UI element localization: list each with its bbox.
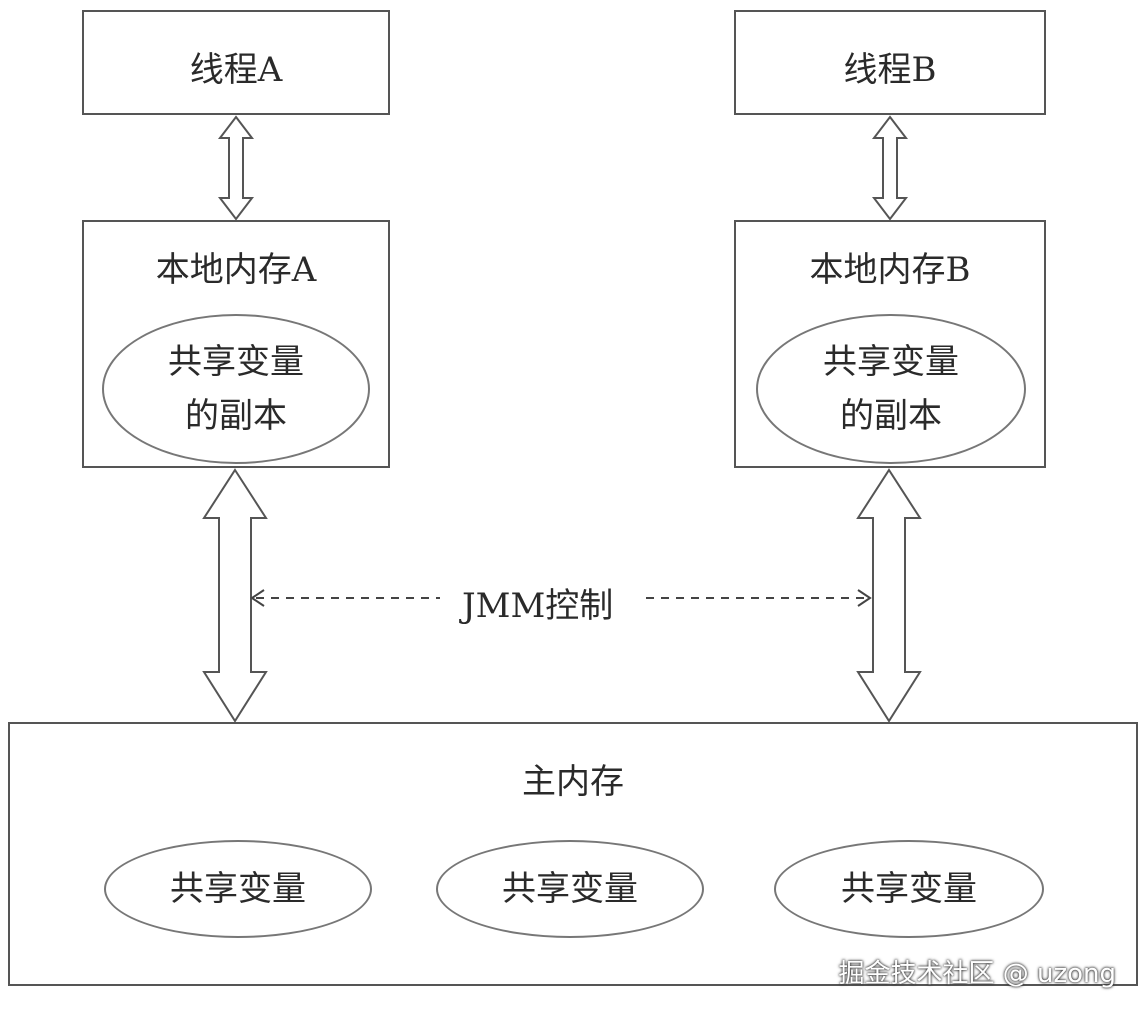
shared-variable-2: 共享变量 [436,840,704,938]
thread-a-box: 线程A [82,10,390,115]
thread-b-box: 线程B [734,10,1046,115]
jmm-arrowhead-left [250,589,265,607]
local-memory-b-label: 本地内存B [809,250,971,290]
shared-variable-copy-b: 共享变量 的副本 [756,314,1026,464]
shared-variable-copy-a-line1: 共享变量 [168,341,304,382]
main-memory-box: 主内存 共享变量 共享变量 共享变量 [8,722,1138,986]
watermark: 掘金技术社区 @ uzong [838,959,1116,989]
jmm-arrowhead-right [857,589,872,607]
local-memory-a-box: 本地内存A 共享变量 的副本 [82,220,390,468]
local-a-main-arrow [202,468,268,723]
shared-variable-1: 共享变量 [104,840,372,938]
thread-a-label: 线程A [189,50,283,90]
shared-variable-copy-b-line1: 共享变量 [823,341,959,382]
shared-variable-copy-a-line2: 的副本 [185,396,287,436]
thread-b-local-b-arrow [871,115,909,221]
jmm-control-label: JMM控制 [462,586,614,626]
thread-a-local-a-arrow [217,115,255,221]
local-memory-b-box: 本地内存B 共享变量 的副本 [734,220,1046,468]
main-memory-label: 主内存 [522,762,624,802]
shared-variable-3: 共享变量 [774,840,1044,938]
thread-b-label: 线程B [843,50,937,90]
shared-variable-copy-a: 共享变量 的副本 [102,314,370,464]
local-memory-a-label: 本地内存A [155,250,317,290]
local-b-main-arrow [856,468,922,723]
shared-variable-copy-b-line2: 的副本 [840,396,942,436]
